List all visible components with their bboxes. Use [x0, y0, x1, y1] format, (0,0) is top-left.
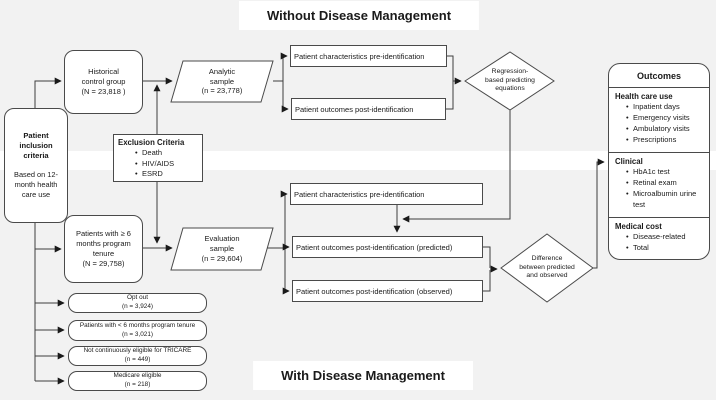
exclusion-item: Death [135, 148, 200, 159]
evaluation-line-2: sample [209, 244, 235, 254]
outcomes-section-health-care-use: Health care use Inpatient days Emergency… [609, 88, 709, 153]
excluded-n: (n = 449) [124, 356, 151, 363]
post-identification-observed-box: Patient outcomes post-identification (ob… [292, 280, 483, 302]
outcomes-list: Inpatient days Emergency visits Ambulato… [615, 102, 706, 146]
tenure-line-3: tenure [92, 249, 115, 258]
connector [483, 246, 491, 268]
excluded-label: Not continuously eligible for TRICARE [83, 347, 192, 355]
evaluation-line-1: Evaluation [204, 234, 240, 244]
outcomes-section-clinical: Clinical HbA1c test Retinal exam Microal… [609, 153, 709, 218]
regression-line-2: based predicting [485, 76, 535, 84]
patient-inclusion-title: Patient inclusion criteria [19, 130, 53, 161]
outcomes-item: Inpatient days [626, 102, 706, 113]
historical-line-1: Historical [88, 67, 119, 77]
patient-inclusion-criteria-box: Patient inclusion criteria Based on 12-m… [4, 108, 68, 223]
historical-line-3: (N = 23,818 ) [81, 86, 126, 96]
post-identification-predicted-box: Patient outcomes post-identification (pr… [292, 236, 483, 258]
regression-line-3: equations [495, 85, 525, 93]
outcomes-item: Total [626, 243, 706, 254]
historical-line-2: control group [81, 77, 126, 87]
regression-diamond-label: Regression- based predicting equations [466, 67, 554, 95]
difference-line-3: and observed [526, 272, 568, 280]
outcomes-item: Retinal exam [626, 178, 706, 189]
outcomes-heading: Medical cost [615, 222, 662, 231]
connector [402, 110, 511, 223]
excluded-tricare-box: Not continuously eligible for TRICARE (n… [68, 346, 207, 366]
outcomes-item: HbA1c test [626, 167, 706, 178]
difference-diamond-shape [500, 233, 594, 303]
section-title-without-dm: Without Disease Management [238, 1, 480, 30]
top-post-identification-box: Patient outcomes post-identification [291, 98, 446, 120]
tenure-line-2: months program [76, 239, 131, 249]
exclusion-criteria-list: Death HIV/AIDS ESRD [118, 148, 200, 180]
excluded-label: Medicare eligible [113, 372, 162, 380]
evaluation-sample-shape [170, 227, 274, 271]
connector [447, 55, 454, 81]
excluded-label: Patients with < 6 months program tenure [79, 321, 196, 329]
outcomes-item: Ambulatory visits [626, 124, 706, 135]
excluded-opt-out-box: Opt out (n = 3,924) [68, 293, 207, 313]
connector [446, 81, 454, 110]
excluded-label: Opt out [127, 294, 148, 302]
excluded-medicare-box: Medicare eligible (n = 218) [68, 371, 207, 391]
outcomes-item: Disease-related [626, 232, 706, 243]
outcomes-section-medical-cost: Medical cost Disease-related Total [609, 218, 709, 259]
section-title-with-dm: With Disease Management [253, 361, 473, 390]
top-pre-identification-box: Patient characteristics pre-identificati… [290, 45, 447, 67]
outcomes-list: Disease-related Total [615, 232, 706, 254]
analytic-sample-shape [170, 60, 274, 103]
analytic-line-3: (n = 23,778) [201, 86, 243, 96]
tenure-line-1: Patients with ≥ 6 [76, 229, 131, 239]
excluded-n: (n = 3,021) [121, 330, 154, 338]
bottom-pre-identification-box: Patient characteristics pre-identificati… [290, 183, 483, 205]
exclusion-criteria-title: Exclusion Criteria [118, 138, 185, 147]
difference-line-2: between predicted [519, 263, 575, 271]
exclusion-item: HIV/AIDS [135, 159, 200, 170]
patient-inclusion-subtitle: Based on 12-month health care use [14, 170, 58, 200]
difference-diamond-label: Difference between predicted and observe… [502, 254, 592, 282]
analytic-line-2: sample [209, 76, 235, 86]
outcomes-item: Emergency visits [626, 113, 706, 124]
evaluation-sample-label: Evaluation sample (n = 29,604) [171, 228, 273, 270]
connector [34, 77, 62, 108]
analytic-sample-label: Analytic sample (n = 23,778) [171, 61, 273, 102]
regression-diamond-shape [464, 51, 555, 111]
excluded-lt6-tenure-box: Patients with < 6 months program tenure … [68, 320, 207, 341]
regression-line-1: Regression- [491, 67, 529, 75]
outcomes-title: Outcomes [609, 64, 709, 88]
tenure-line-4: (N = 29,758) [82, 258, 125, 268]
connector [593, 158, 605, 269]
patients-tenure-box: Patients with ≥ 6 months program tenure … [64, 215, 143, 283]
exclusion-item: ESRD [135, 169, 200, 180]
difference-line-1: Difference [531, 254, 563, 262]
evaluation-line-3: (n = 29,604) [201, 253, 243, 263]
outcomes-heading: Health care use [615, 92, 673, 101]
historical-control-group-box: Historical control group (N = 23,818 ) [64, 50, 143, 114]
exclusion-criteria-box: Exclusion Criteria Death HIV/AIDS ESRD [113, 134, 203, 182]
excluded-n: (n = 218) [124, 381, 151, 388]
outcomes-item: Microalbumin urine test [626, 189, 706, 211]
outcomes-heading: Clinical [615, 157, 643, 166]
outcomes-item: Prescriptions [626, 135, 706, 146]
outcomes-list: HbA1c test Retinal exam Microalbumin uri… [615, 167, 706, 211]
excluded-n: (n = 3,924) [121, 303, 154, 310]
connector [483, 270, 491, 292]
outcomes-panel: Outcomes Health care use Inpatient days … [608, 63, 710, 260]
analytic-line-1: Analytic [208, 66, 236, 76]
